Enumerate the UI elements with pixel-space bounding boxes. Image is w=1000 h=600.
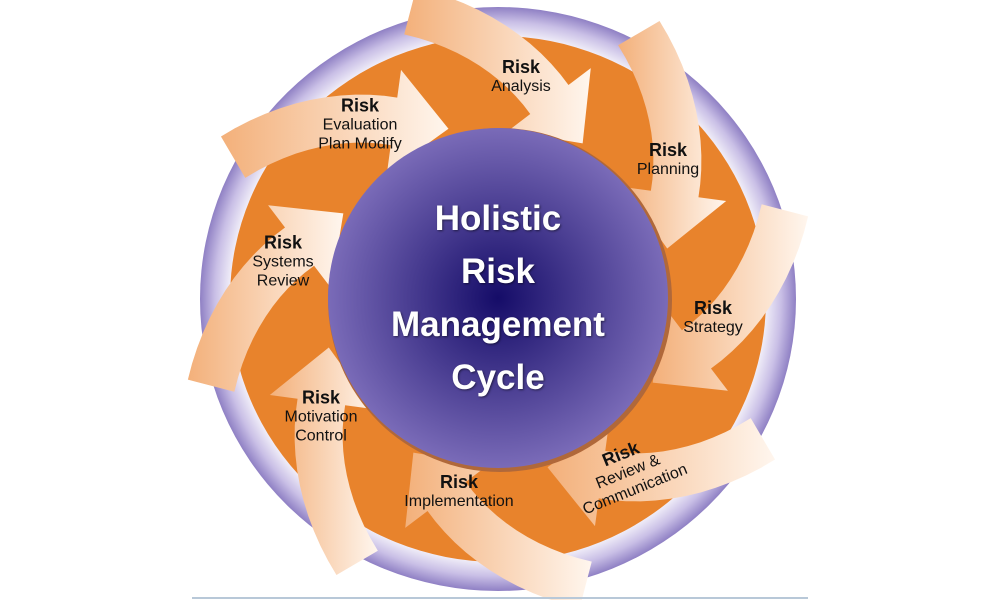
stage-heading: Risk <box>340 95 380 116</box>
stage-risk-planning: Risk Planning <box>637 141 699 179</box>
stage-heading: Risk <box>301 387 341 408</box>
diagram-title: Holistic Risk Management Cycle <box>391 192 605 404</box>
bottom-divider <box>192 597 808 599</box>
stage-text: Motivation <box>284 408 358 426</box>
cycle-arrow <box>618 20 727 249</box>
stage-text: Systems <box>252 253 314 271</box>
stage-heading: Risk <box>648 140 688 160</box>
stage-text: Control <box>295 427 347 445</box>
stage-heading: Risk <box>693 298 733 318</box>
cycle-arrow <box>547 418 776 527</box>
stage-risk-strategy: Risk Strategy <box>683 299 743 337</box>
cycle-arrow <box>269 347 378 576</box>
stage-heading: Risk <box>439 472 479 492</box>
stage-text: Strategy <box>683 319 743 336</box>
stage-risk-motivation-control: Risk Motivation Control <box>284 387 358 446</box>
stage-risk-evaluation-plan-modify: Risk Evaluation Plan Modify <box>318 95 402 154</box>
stage-text: Implementation <box>404 493 514 510</box>
cycle-arrow <box>652 204 809 391</box>
center-disc <box>328 128 668 468</box>
title-line: Holistic <box>434 199 562 238</box>
stage-text: Evaluation <box>322 116 398 134</box>
stage-risk-analysis: Risk Analysis <box>491 58 551 96</box>
cycle-arrow <box>405 452 592 600</box>
stage-text: Analysis <box>491 78 551 95</box>
stage-text: Planning <box>636 161 700 178</box>
cycle-arrow <box>187 205 344 392</box>
stage-heading: Risk <box>501 57 541 77</box>
cycle-arrow <box>404 0 591 144</box>
stage-heading: Risk <box>263 232 303 253</box>
title-line: Risk <box>461 252 535 291</box>
stage-text: Review <box>256 272 310 290</box>
title-line: Cycle <box>451 358 545 397</box>
title-line: Management <box>391 305 605 344</box>
cycle-arrow <box>220 69 449 178</box>
stage-risk-implementation: Risk Implementation <box>404 473 513 511</box>
stage-risk-systems-review: Risk Systems Review <box>252 232 314 291</box>
stage-text: Plan Modify <box>318 135 402 153</box>
